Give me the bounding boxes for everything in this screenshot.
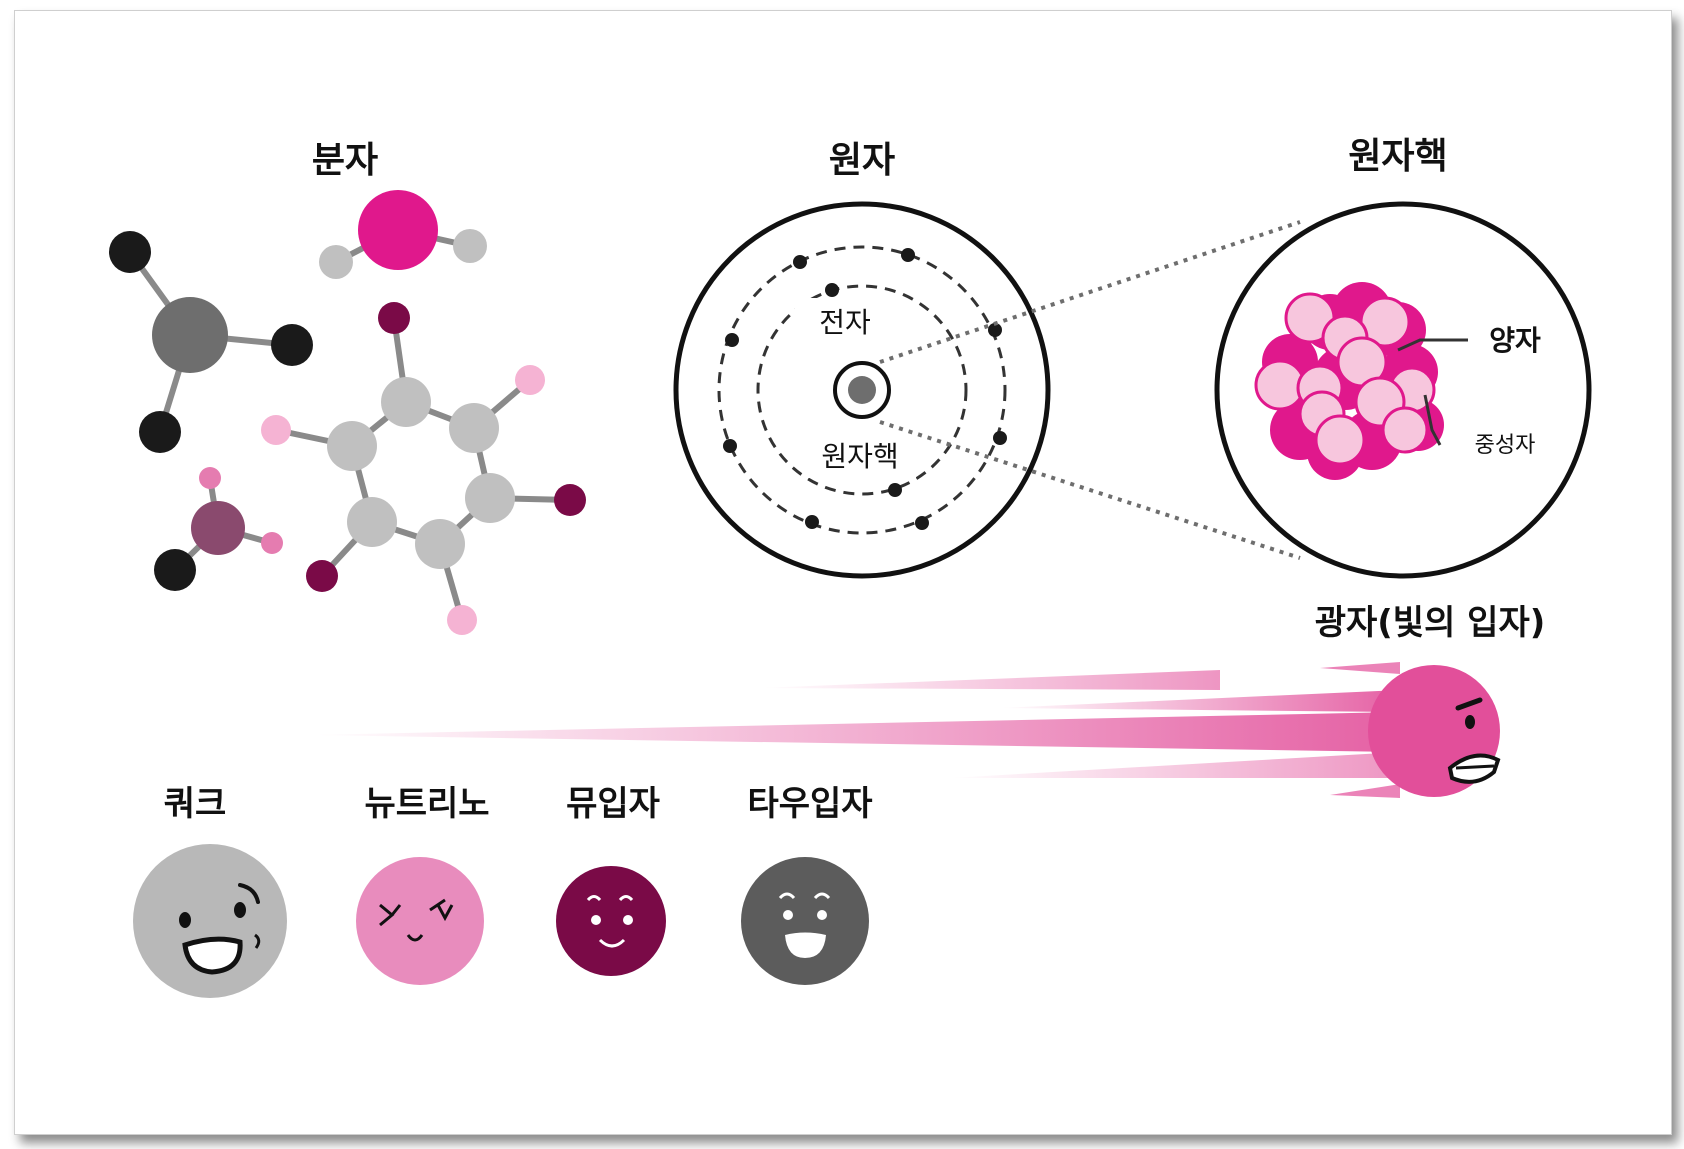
sub-atom-pink-2 — [447, 605, 477, 635]
neutron-pointer — [1423, 394, 1442, 446]
molecule-label: 분자 — [312, 140, 378, 181]
streak-bottom-1 — [950, 752, 1400, 778]
muon-right-brow-icon — [618, 895, 634, 902]
quark-label: 쿼크 — [164, 784, 227, 824]
molecule-group — [109, 190, 586, 635]
neutrino-ball — [356, 857, 484, 985]
muon-left-brow-icon — [586, 895, 602, 902]
neutrino-right-eye-icon — [429, 898, 454, 922]
photon-streaks — [310, 662, 1400, 798]
sub-atom-pink-3 — [261, 415, 291, 445]
atom-label: 원자 — [829, 140, 895, 181]
tau-left-eye-icon — [783, 910, 793, 920]
photon-face — [1368, 665, 1501, 797]
muon-ball — [556, 866, 666, 976]
streak-top-2 — [1000, 690, 1400, 712]
tau-ball — [741, 857, 869, 985]
sub-atom-dark-2 — [554, 484, 586, 516]
quark-right-eye-icon — [234, 902, 246, 918]
quark-cheek-icon — [254, 933, 261, 949]
atom-dark-gray-center — [152, 297, 228, 373]
atom-pink-small-2 — [261, 532, 283, 554]
atom-mauve-center — [191, 501, 245, 555]
muon-label: 뮤입자 — [566, 784, 660, 824]
electron-orbit-inner — [756, 284, 968, 496]
ring-atom-3 — [465, 473, 515, 523]
ring-atom-4 — [415, 519, 465, 569]
quark-left-eye-icon — [179, 912, 191, 928]
photon-brow-icon — [1455, 697, 1483, 711]
quark-wink-icon — [238, 883, 260, 904]
photon-mouth-icon — [1447, 753, 1501, 784]
streak-short-top — [1320, 662, 1400, 674]
neutrino-left-eye-icon — [379, 903, 402, 927]
streak-main — [310, 712, 1400, 752]
atom-h-gray-2 — [453, 229, 487, 263]
neutrino-mouth-icon — [406, 934, 424, 942]
photon-label: 광자(빛의 입자) — [1315, 603, 1546, 643]
sub-atom-dark-3 — [306, 560, 338, 592]
proton-cluster — [1254, 292, 1436, 466]
quark-ball — [133, 844, 287, 998]
muon-left-eye-icon — [591, 915, 601, 925]
neutrino-face — [356, 857, 484, 985]
tau-label: 타우입자 — [747, 784, 872, 824]
proton-label: 양자 — [1489, 324, 1541, 357]
atom-pink-small-1 — [199, 467, 221, 489]
atom-nucleus-core — [848, 376, 876, 404]
atom-nucleus-label: 원자핵 — [821, 440, 898, 473]
quark-mouth-icon — [182, 936, 243, 975]
electron-label: 전자 — [819, 306, 871, 339]
sub-atom-pink-1 — [515, 365, 545, 395]
tau-face — [741, 857, 869, 985]
atom-h-gray-1 — [319, 245, 353, 279]
streak-top-1 — [760, 670, 1220, 690]
muon-mouth-icon — [598, 938, 626, 948]
tau-right-brow-icon — [813, 892, 831, 900]
photon-teeth-icon — [1455, 764, 1495, 770]
muon-right-eye-icon — [623, 915, 633, 925]
tau-left-brow-icon — [778, 892, 796, 900]
atom-black-2 — [271, 324, 313, 366]
atom-black-3 — [139, 411, 181, 453]
atom-black-4 — [154, 549, 196, 591]
nucleus-group — [1214, 201, 1592, 579]
atom-oxygen-magenta — [358, 190, 438, 270]
zoom-lines — [879, 220, 1301, 560]
ring-atom-1 — [381, 377, 431, 427]
neutron-label: 중성자 — [1475, 433, 1536, 458]
neutrino-label: 뉴트리노 — [364, 784, 489, 824]
ring-atom-5 — [347, 497, 397, 547]
nucleus-title-label: 원자핵 — [1348, 136, 1447, 177]
electron-label-bg — [795, 298, 875, 342]
sub-atom-dark-1 — [378, 302, 410, 334]
electrons-inner — [825, 283, 902, 497]
electrons-outer — [723, 248, 1007, 530]
atom-outer-circle — [673, 201, 1051, 579]
electron-orbit-outer — [717, 245, 1007, 535]
atom-black-1 — [109, 231, 151, 273]
ring-atom-2 — [449, 403, 499, 453]
quark-face — [133, 844, 287, 998]
streak-short-bottom — [1330, 784, 1400, 798]
muon-face — [556, 866, 666, 976]
photon-eye-icon — [1465, 715, 1475, 729]
nucleus-label-bg — [806, 432, 916, 478]
tau-mouth-icon — [785, 932, 826, 958]
tau-right-eye-icon — [817, 910, 827, 920]
proton-pointer — [1397, 338, 1468, 352]
atom-group — [673, 201, 1051, 579]
ring-atom-6 — [327, 421, 377, 471]
